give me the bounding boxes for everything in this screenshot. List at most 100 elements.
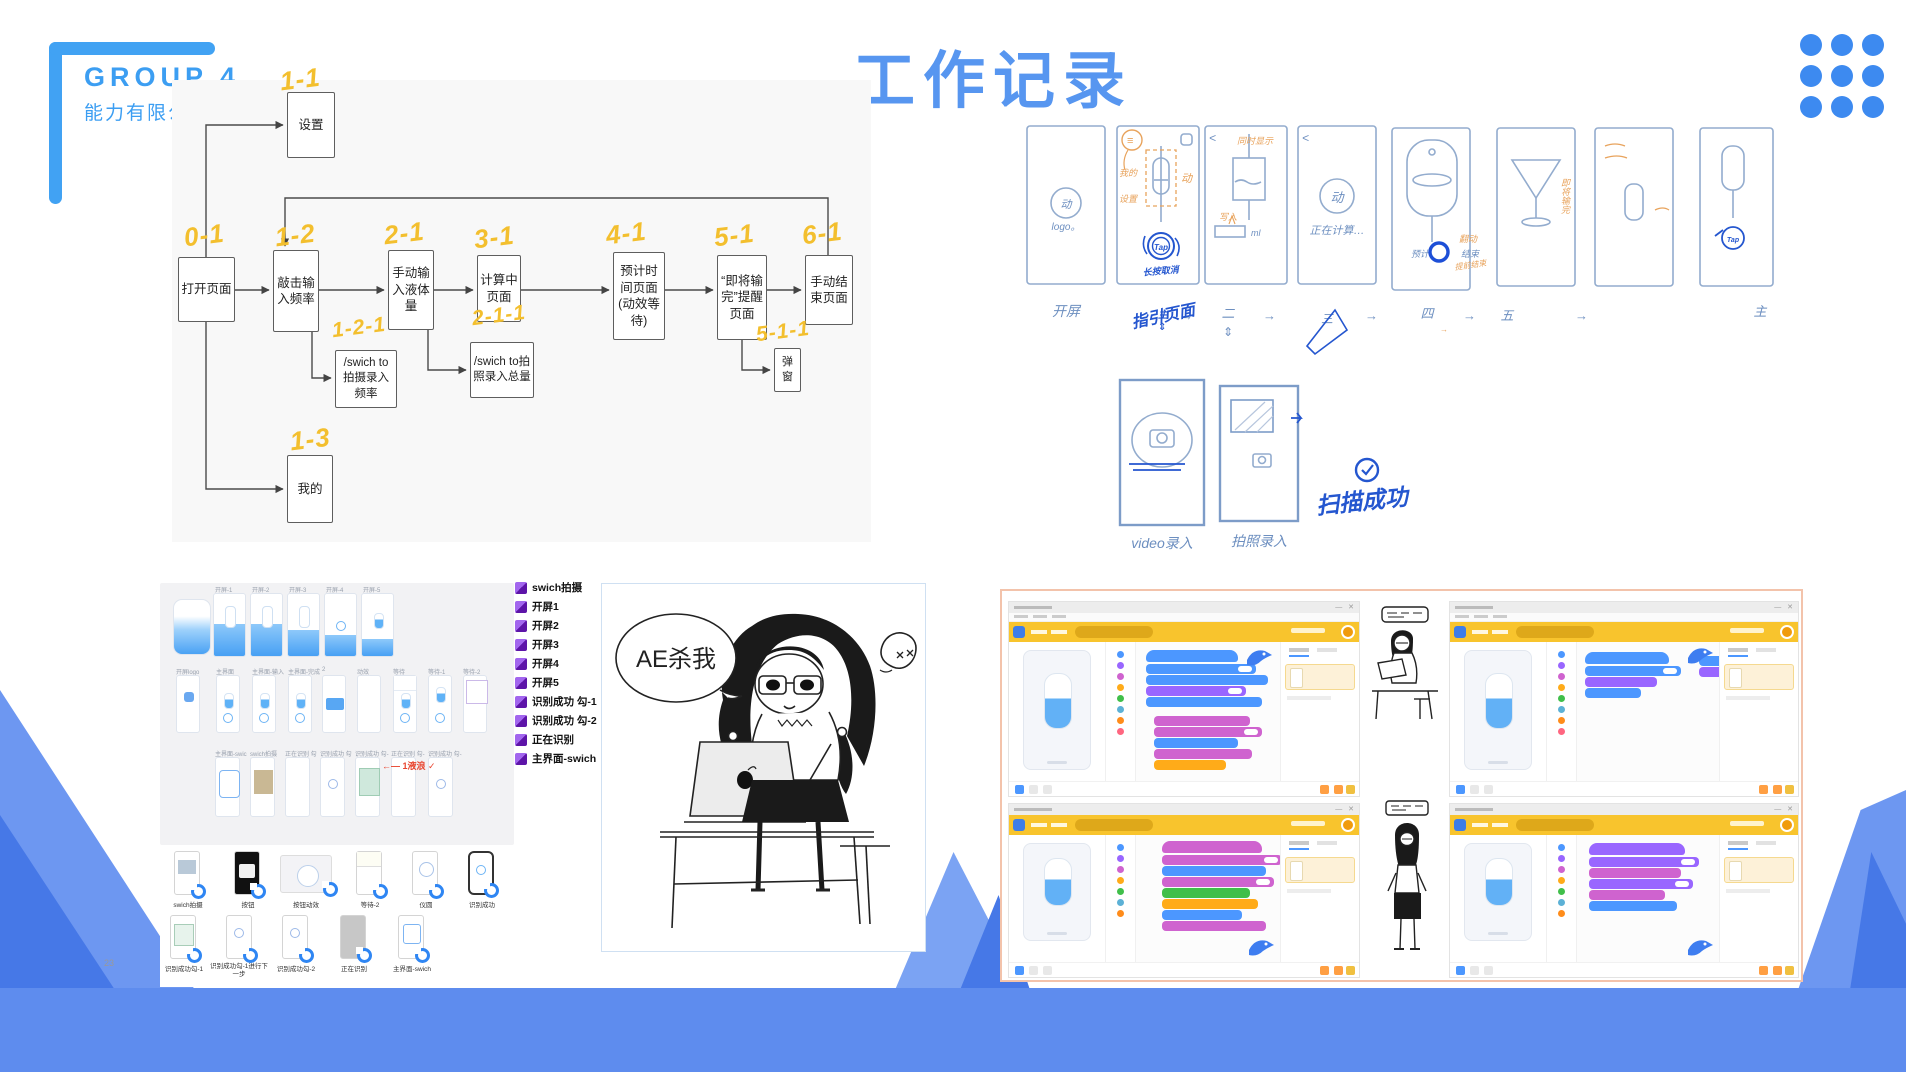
decor [1232, 157, 1266, 201]
decor: 主界面-完成 [288, 670, 320, 676]
decor [297, 865, 319, 887]
decor [1488, 761, 1508, 764]
decor [1117, 673, 1124, 680]
bird-mascot-icon [1688, 648, 1713, 664]
decor [359, 768, 380, 796]
corner-bracket-vertical [49, 42, 62, 204]
layer-item: 识别成功 勾-1 [515, 692, 615, 711]
block-canvas [1577, 835, 1719, 962]
decor: 正在识别 [532, 734, 574, 746]
decor [1047, 761, 1067, 764]
composition-icon [515, 714, 527, 727]
block-canvas [1136, 835, 1280, 962]
decor [1703, 942, 1707, 946]
wireframe-sketch: ≡ 我的 设置 动 同时显示 写入 翻动 提前结束 即将输完 → 动 logo。… [1026, 125, 1774, 551]
decor [1317, 841, 1337, 845]
decor: ml [1251, 228, 1261, 238]
decor [1558, 706, 1565, 713]
decor [1014, 615, 1028, 618]
page-title: 工作记录 [853, 47, 1134, 116]
tag-1-2: 1-2 [273, 217, 318, 253]
sketch-phone-soon [1496, 127, 1576, 287]
decor [1728, 841, 1748, 845]
window-controls-icon: — ✕ [1335, 604, 1356, 611]
decor: → [1180, 308, 1193, 323]
decor [1589, 857, 1699, 867]
decor [1156, 432, 1168, 444]
decor [1009, 835, 1359, 962]
decor [777, 719, 813, 728]
decor [1117, 877, 1124, 884]
composition-icon [515, 676, 527, 689]
sketch-phone-help [1594, 127, 1674, 287]
decor [1131, 412, 1193, 468]
decor [190, 883, 206, 899]
decor: 等待 [393, 670, 406, 676]
decor: 识别成功 勾-1 [355, 752, 389, 758]
decor: 识别成功 勾 [320, 752, 352, 758]
speech-bubble-text: AE杀我 [636, 646, 716, 673]
scratch-screenshot-4: — ✕ [1449, 803, 1799, 978]
decor [1289, 848, 1309, 850]
decor [1558, 717, 1565, 724]
flow-node-remind: “即将输完”提醒页面 [717, 255, 767, 340]
decor [1394, 893, 1421, 919]
file-icon [356, 851, 388, 899]
decor [186, 947, 202, 963]
menu-icon: ≡ [1127, 135, 1133, 147]
tag-5-1: 5-1 [712, 217, 757, 253]
decor [1129, 229, 1724, 471]
decor [1117, 684, 1124, 691]
decor [1289, 841, 1309, 845]
decor [1146, 697, 1262, 707]
decor [1262, 652, 1266, 656]
toolbar [1450, 815, 1798, 835]
decor: 开屏-4 [326, 588, 344, 594]
decor [1117, 844, 1124, 851]
decor [427, 330, 467, 375]
decor [357, 852, 381, 867]
decor [261, 606, 273, 629]
decor [298, 947, 314, 963]
decor [1117, 899, 1124, 906]
decor: 即将输完 [1559, 178, 1571, 214]
file-icon [174, 851, 206, 899]
decor [1728, 648, 1748, 652]
decor [1051, 630, 1067, 634]
decor [184, 692, 194, 702]
decor [671, 836, 677, 929]
decor: → [1440, 325, 1448, 334]
decor: 识别成功 勾-2 [532, 715, 597, 727]
decor [741, 340, 771, 375]
decor [1585, 688, 1641, 698]
composition-icon [515, 638, 527, 651]
composition-icon [515, 657, 527, 670]
decor [1047, 932, 1067, 935]
decor [727, 730, 739, 742]
decor [1450, 613, 1798, 622]
flow-node-end: 手动结束页面 [805, 255, 853, 325]
flow-node-swich-freq: /swich to拍摄录入频率 [335, 350, 397, 408]
decor [1472, 823, 1488, 827]
bottle-sprite [1044, 858, 1072, 906]
decor: 识别成功 [469, 902, 495, 909]
flow-node-estimate: 预计时间页面(动效等待) [613, 252, 665, 340]
mockup-phone [287, 593, 320, 657]
decor [1428, 241, 1450, 263]
stage [1450, 642, 1547, 781]
decor [1154, 727, 1262, 737]
design-canvas: 开屏-1 开屏-2 开屏-3 开屏-4 开屏-5 开屏logo 主界面 主界面-… [160, 583, 514, 845]
block-canvas [1136, 642, 1280, 781]
decor [1264, 942, 1268, 946]
decor [1484, 785, 1493, 794]
decor [1417, 872, 1427, 892]
sketch-phone-input [1204, 125, 1288, 285]
app-logo-icon [1454, 819, 1466, 831]
decor [1162, 921, 1266, 931]
decor: ≡ 我的 设置 动 同时显示 写入 翻动 提前结束 即将输完 → [1119, 129, 1670, 334]
decor [1015, 966, 1024, 975]
decor: 动 logo。 < < 动 正在计算… ml 预计 结束 开屏 → 二 ⇕ → … [1052, 131, 1768, 551]
flow-node-popup: 弹窗 [774, 348, 801, 392]
avatar-icon [1341, 818, 1355, 832]
decor [239, 864, 255, 878]
